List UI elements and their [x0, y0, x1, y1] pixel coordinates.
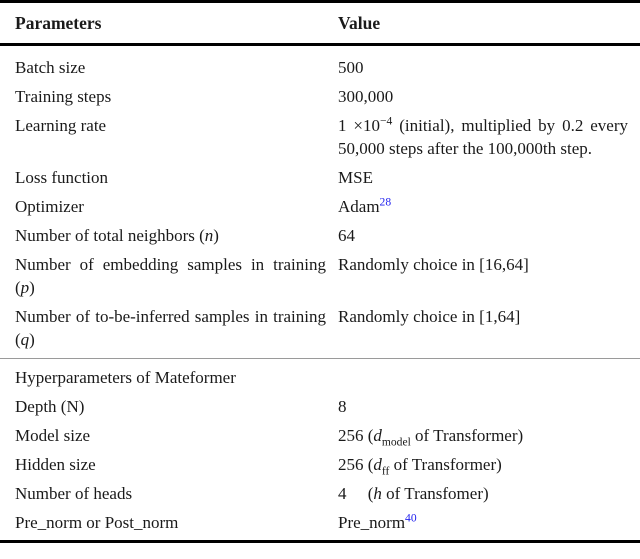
- table-row: Model size 256 (dmodel of Transformer): [15, 421, 628, 450]
- text-segment: Model size: [15, 426, 91, 445]
- text-segment: 256 (: [338, 455, 374, 474]
- text-segment: of Transformer): [389, 455, 502, 474]
- param-cell: Number of heads: [15, 482, 326, 505]
- text-segment: MSE: [338, 168, 373, 187]
- text-segment: d: [373, 455, 382, 474]
- text-segment: Number of heads: [15, 484, 133, 503]
- text-segment: Depth (N): [15, 397, 85, 416]
- text-segment: Number of total neighbors (: [15, 226, 205, 245]
- param-cell: Depth (N): [15, 395, 326, 418]
- table-row: Optimizer Adam28: [15, 192, 628, 221]
- table-row: Number of embedding samples in training …: [15, 250, 628, 302]
- param-cell: Model size: [15, 424, 326, 447]
- column-header-parameters: Parameters: [15, 13, 102, 33]
- value-cell: Randomly choice in [16,64]: [338, 253, 628, 299]
- text-segment: Number of embedding samples in training …: [15, 255, 326, 297]
- section-header-row: Hyperparameters of Mateformer: [15, 363, 628, 392]
- text-segment: ff: [381, 464, 390, 478]
- table-row: Number of heads 4 (h of Transfomer): [15, 479, 628, 508]
- text-segment: ): [29, 330, 35, 349]
- text-segment: ): [213, 226, 219, 245]
- text-segment: of Transformer): [410, 426, 524, 445]
- value-cell: Pre_norm40: [338, 511, 628, 534]
- text-segment: Training steps: [15, 87, 112, 106]
- value-cell: 64: [338, 224, 628, 247]
- text-segment: Adam: [338, 197, 380, 216]
- text-segment: 4 (: [338, 484, 374, 503]
- text-segment: Hidden size: [15, 455, 96, 474]
- citation-link[interactable]: 28: [379, 195, 392, 209]
- value-cell: MSE: [338, 166, 628, 189]
- text-segment: Randomly choice in [1,64]: [338, 307, 521, 326]
- text-segment: Randomly choice in [16,64]: [338, 255, 529, 274]
- text-segment: Learning rate: [15, 116, 107, 135]
- table-row: Learning rate 1 ×10−4 (initial), multipli…: [15, 111, 628, 163]
- text-segment: h: [373, 484, 382, 503]
- text-segment: d: [373, 426, 382, 445]
- param-cell: Number of to-be-inferred samples in trai…: [15, 305, 326, 351]
- text-segment: Pre_norm or Post_norm: [15, 513, 179, 532]
- text-segment: 64: [338, 226, 355, 245]
- text-segment: Pre_norm: [338, 513, 406, 532]
- text-segment: 256 (: [338, 426, 374, 445]
- table-row: Batch size 500: [15, 53, 628, 82]
- value-cell: 500: [338, 56, 628, 79]
- text-segment: Batch size: [15, 58, 86, 77]
- text-segment: n: [204, 226, 214, 245]
- value-cell: 300,000: [338, 85, 628, 108]
- table-row: Number of total neighbors (n) 64: [15, 221, 628, 250]
- text-segment: Optimizer: [15, 197, 84, 216]
- text-segment: Number of to-be-inferred samples in trai…: [15, 307, 326, 349]
- param-cell: Number of embedding samples in training …: [15, 253, 326, 299]
- param-cell: Loss function: [15, 166, 326, 189]
- param-cell: Optimizer: [15, 195, 326, 218]
- value-cell: Randomly choice in [1,64]: [338, 305, 628, 351]
- value-cell: 256 (dff of Transformer): [338, 453, 628, 478]
- text-segment: −4: [380, 114, 393, 128]
- param-cell: Training steps: [15, 85, 326, 108]
- text-segment: q: [20, 330, 30, 349]
- text-segment: 8: [338, 397, 347, 416]
- value-cell: 8: [338, 395, 628, 418]
- text-segment: of Transfomer): [381, 484, 489, 503]
- text-segment: 500: [338, 58, 364, 77]
- param-cell: Batch size: [15, 56, 326, 79]
- table-row: Number of to-be-inferred samples in trai…: [15, 302, 628, 354]
- text-segment: 300,000: [338, 87, 394, 106]
- citation-link[interactable]: 40: [405, 511, 417, 525]
- value-cell: Adam28: [338, 195, 628, 218]
- value-cell: 256 (dmodel of Transformer): [338, 424, 628, 449]
- table-row: Loss function MSE: [15, 163, 628, 192]
- param-cell: Number of total neighbors (n): [15, 224, 326, 247]
- section-title: Hyperparameters of Mateformer: [15, 368, 236, 387]
- table-row: Pre_norm or Post_norm Pre_norm40: [15, 508, 628, 537]
- text-segment: p: [20, 278, 30, 297]
- table-header-row: Parameters Value: [0, 3, 640, 46]
- text-segment: model: [381, 435, 411, 449]
- text-segment: ): [29, 278, 35, 297]
- value-cell: 1 ×10−4 (initial), multiplied by 0.2 ev­…: [338, 114, 628, 160]
- text-segment: Loss function: [15, 168, 109, 187]
- param-cell: Pre_norm or Post_norm: [15, 511, 326, 534]
- table-row: Hidden size 256 (dff of Transformer): [15, 450, 628, 479]
- table-row: Training steps 300,000: [15, 82, 628, 111]
- text-segment: (initial), multiplied by 0.2 ev­ery 50,0…: [338, 116, 629, 158]
- value-cell: 4 (h of Transfomer): [338, 482, 628, 505]
- param-cell: Hidden size: [15, 453, 326, 476]
- column-header-value: Value: [338, 13, 381, 33]
- param-cell: Learning rate: [15, 114, 326, 160]
- table-row: Depth (N) 8: [15, 392, 628, 421]
- text-segment: 1 ×10: [338, 116, 381, 135]
